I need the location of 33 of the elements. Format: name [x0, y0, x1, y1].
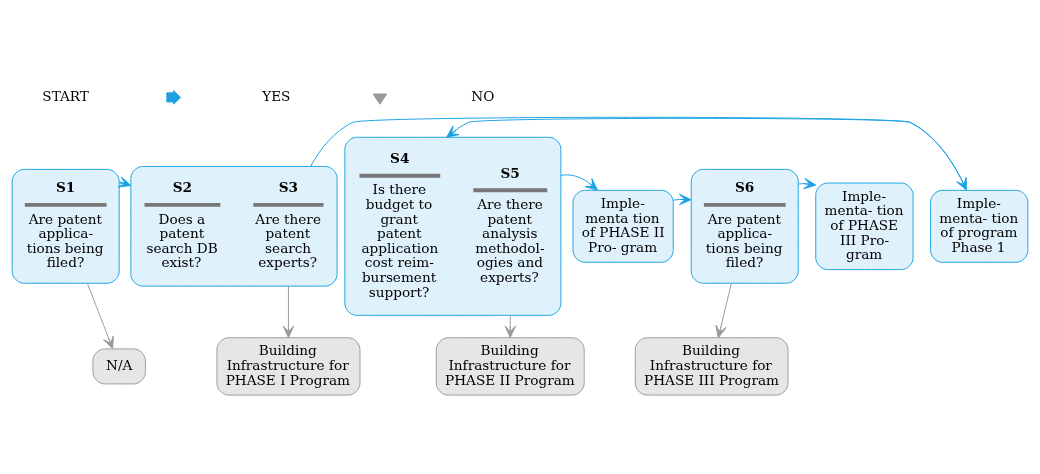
node-label: S3 — [278, 178, 299, 195]
cluster — [130, 165, 338, 287]
legend-label: YES — [262, 87, 291, 104]
node-label: Is there budget to grant patent application cost reim- bursement support? — [361, 180, 439, 300]
node-box — [253, 202, 324, 207]
node-box: Imple- menta- tion of PHASE III Pro- gram — [815, 182, 914, 270]
node-label: Are there patent analysis methodol- ogies and experts? — [475, 195, 545, 285]
node-box: Imple- menta- tion of program Phase 1 — [930, 189, 1029, 263]
node-box: Imple- menta tion of PHASE II Pro- gram — [572, 189, 674, 263]
arrow — [560, 173, 598, 191]
node-box: S1 Are patent applica- tions being filed? — [11, 168, 120, 284]
node-box: Building Infrastructure for PHASE I Program — [216, 336, 361, 396]
node-box: Building Infrastructure for PHASE II Program — [435, 336, 585, 396]
node-box — [473, 187, 548, 192]
node-box — [144, 202, 221, 207]
arrow — [504, 314, 516, 338]
node-box: N/A — [92, 347, 146, 384]
arrow — [282, 285, 295, 338]
label: START — [42, 87, 89, 104]
arrow — [86, 282, 114, 349]
node-label: Are there patent search experts? — [255, 210, 321, 270]
node-label: S4 — [390, 149, 410, 166]
arrow — [673, 193, 692, 205]
node-label: S5 — [500, 164, 520, 181]
node-label: Does a patent search DB exist? — [146, 210, 218, 270]
arrow — [798, 177, 817, 189]
node-box: Building Infrastructure for PHASE III Program — [634, 336, 789, 396]
legend-label: NO — [471, 87, 495, 104]
cluster — [344, 136, 562, 316]
node-box — [359, 173, 441, 178]
node-box: S6 Are patent applica- tions being filed? — [690, 168, 799, 284]
arrow — [715, 282, 732, 338]
node-label: S2 — [172, 178, 192, 195]
